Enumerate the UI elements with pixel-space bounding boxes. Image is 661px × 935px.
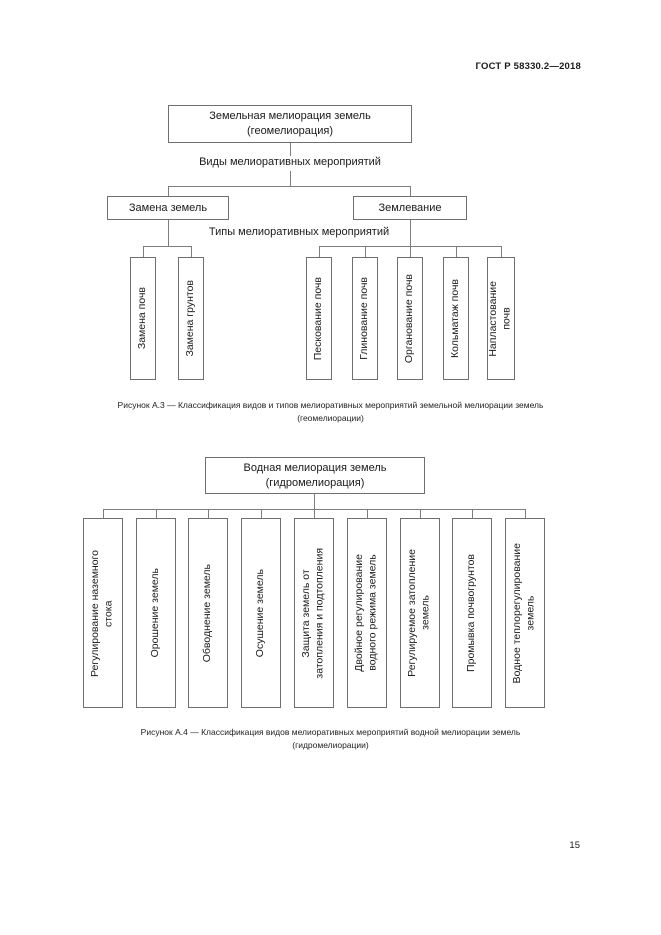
connector-line [103, 509, 104, 518]
fig3-type-box-7: Напластование почв [487, 257, 515, 380]
page-number: 15 [569, 840, 580, 851]
fig3-root-label: Земельная мелиорация земель (геомелиорац… [209, 110, 371, 137]
fig4-type-label-4: Осушение земель [254, 568, 267, 658]
fig4-type-label-1: Регулирование наземного стока [89, 549, 115, 677]
connector-line [168, 220, 169, 246]
fig3-level1-label: Виды мелиоративных мероприятий [199, 156, 381, 168]
fig3-type-label-6: Кольматаж почв [449, 279, 462, 358]
fig3-level2-label: Типы мелиоративных мероприятий [208, 226, 390, 238]
fig4-caption: Рисунок А.4 — Классификация видов мелиор… [140, 727, 521, 751]
connector-line [456, 246, 457, 257]
fig3-type-label-5: Органование почв [403, 273, 416, 364]
fig3-branch-zemlevanie: Землевание [353, 196, 467, 220]
fig4-type-box-4: Осушение земель [241, 518, 281, 708]
fig3-type-box-4: Глинование почв [352, 257, 378, 380]
fig4-type-box-9: Водное теплорегулирование земель [505, 518, 545, 708]
connector-line [367, 509, 368, 518]
connector-line [501, 246, 502, 257]
fig3-type-label-1: Замена почв [136, 287, 149, 350]
fig3-type-box-2: Замена грунтов [178, 257, 204, 380]
connector-line [420, 509, 421, 518]
fig3-branch-left-label: Замена земель [128, 201, 208, 214]
connector-line [314, 509, 315, 518]
fig3-root-box: Земельная мелиорация земель (геомелиорац… [168, 105, 412, 143]
connector-line [208, 509, 209, 518]
connector-line [191, 246, 192, 257]
fig4-type-box-5: Защита земель от затопления и подтоплени… [294, 518, 334, 708]
fig3-type-box-5: Органование почв [397, 257, 423, 380]
fig4-type-box-3: Обводнение земель [188, 518, 228, 708]
fig4-type-label-5: Защита земель от затопления и подтоплени… [300, 547, 326, 679]
fig3-type-label-2: Замена грунтов [184, 280, 197, 357]
fig3-type-label-4: Глинование почв [358, 277, 371, 360]
fig3-type-box-1: Замена почв [130, 257, 156, 380]
connector-line [290, 171, 291, 186]
connector-line [525, 509, 526, 518]
fig3-type-label-3: Пескование почв [312, 276, 325, 361]
connector-line [156, 509, 157, 518]
fig4-type-box-6: Двойное регулирование водного режима зем… [347, 518, 387, 708]
connector-line [168, 186, 411, 187]
fig4-root-label: Водная мелиорация земель (гидромелиораци… [243, 461, 387, 489]
fig4-type-label-2: Орошение земель [149, 568, 162, 658]
fig4-type-label-9: Водное теплорегулирование земель [511, 542, 537, 684]
fig4-type-label-8: Промывка почвогрунтов [465, 554, 478, 672]
connector-line [168, 186, 169, 196]
connector-line [410, 246, 411, 257]
page-header: ГОСТ Р 58330.2—2018 [475, 61, 581, 72]
connector-line [410, 186, 411, 196]
fig4-type-box-2: Орошение земель [136, 518, 176, 708]
fig3-branch-zamena-zemel: Замена земель [107, 196, 229, 220]
fig3-type-box-6: Кольматаж почв [443, 257, 469, 380]
connector-line [143, 246, 192, 247]
fig4-root-box: Водная мелиорация земель (гидромелиораци… [205, 457, 425, 494]
fig4-type-box-8: Промывка почвогрунтов [452, 518, 492, 708]
fig3-caption: Рисунок А.3 — Классификация видов и типо… [117, 400, 544, 424]
fig4-type-box-7: Регулируемое затопление земель [400, 518, 440, 708]
connector-line [319, 246, 320, 257]
connector-line [410, 220, 411, 246]
connector-line [472, 509, 473, 518]
connector-line [143, 246, 144, 257]
fig3-branch-right-label: Землевание [378, 201, 442, 214]
fig4-type-label-7: Регулируемое затопление земель [406, 549, 432, 677]
fig4-type-label-6: Двойное регулирование водного режима зем… [353, 554, 379, 672]
connector-line [314, 494, 315, 509]
fig3-type-label-7: Напластование почв [487, 280, 513, 357]
connector-line [365, 246, 366, 257]
fig4-type-box-1: Регулирование наземного стока [83, 518, 123, 708]
connector-line [290, 143, 291, 156]
connector-line [261, 509, 262, 518]
fig3-type-box-3: Пескование почв [306, 257, 332, 380]
fig4-type-label-3: Обводнение земель [201, 563, 214, 663]
